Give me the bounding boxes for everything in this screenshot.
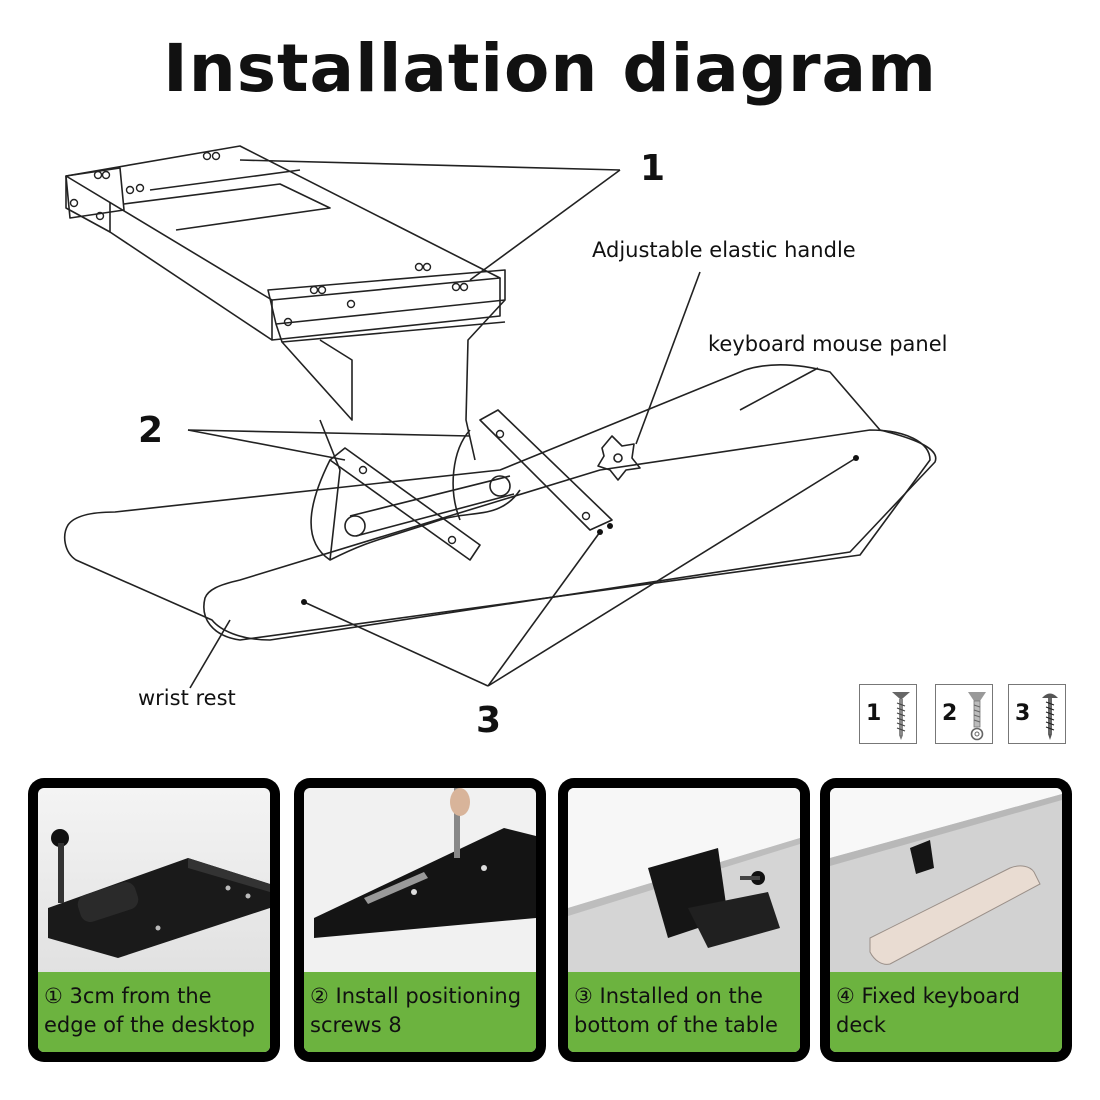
step-2-panel: ② Install positioning screws 8 [294, 778, 546, 1062]
wrist-rest-label: wrist rest [138, 686, 236, 710]
screw-legend-2: 2 [935, 684, 993, 744]
step-1-panel: ① 3cm from the edge of the desktop [28, 778, 280, 1062]
step-1-caption: ① 3cm from the edge of the desktop [38, 972, 270, 1052]
panel-label: keyboard mouse panel [708, 332, 948, 356]
step-3-caption: ③ Installed on the bottom of the table [568, 972, 800, 1052]
step-2-caption: ② Install positioning screws 8 [304, 972, 536, 1052]
bolt-with-nut-icon [968, 692, 986, 741]
callout-1: 1 [640, 148, 666, 189]
flat-head-screw-icon [892, 692, 910, 740]
handle-label: Adjustable elastic handle [592, 238, 856, 262]
assembly-drawing [63, 145, 937, 689]
round-head-screw-icon [1042, 693, 1058, 740]
step-4-caption: ④ Fixed keyboard deck [830, 972, 1062, 1052]
page-title: Installation diagram [163, 30, 937, 107]
screw-number: 1 [866, 701, 882, 726]
step-3-panel: ③ Installed on the bottom of the table [558, 778, 810, 1062]
step-4-panel: ④ Fixed keyboard deck [820, 778, 1072, 1062]
callout-3: 3 [476, 700, 502, 741]
screw-legend-3: 3 [1008, 684, 1066, 744]
screw-number: 2 [942, 701, 958, 726]
callout-2: 2 [138, 410, 164, 451]
screw-number: 3 [1015, 701, 1031, 726]
screw-legend-1: 1 [859, 684, 917, 744]
